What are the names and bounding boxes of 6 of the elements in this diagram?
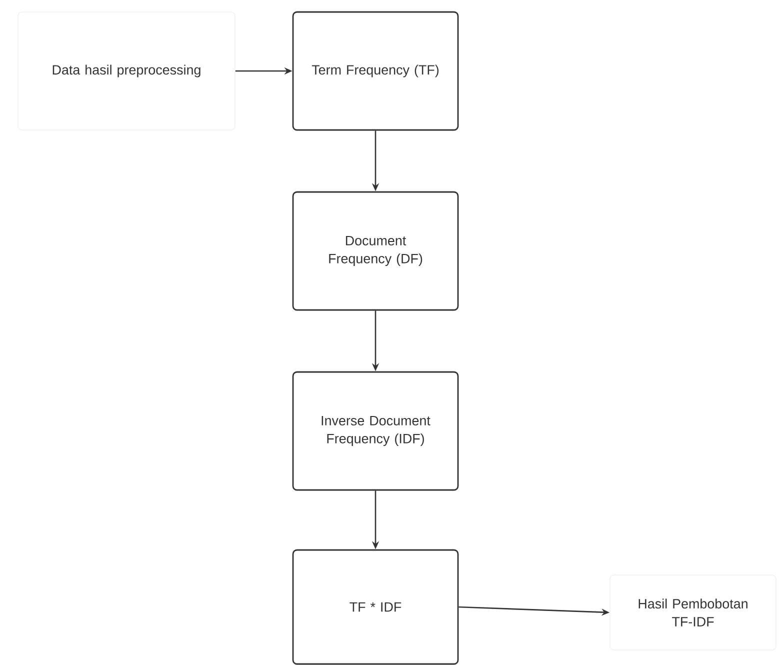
process-box: Term Frequency (TF) <box>292 11 459 131</box>
process-box: Document Frequency (DF) <box>292 191 459 311</box>
text-box: Data hasil preprocessing <box>18 12 236 130</box>
process-box: Inverse Document Frequency (IDF) <box>292 371 459 491</box>
process-box: TF * IDF <box>292 549 459 665</box>
text-box: Hasil Pembobotan TF-IDF <box>610 574 776 650</box>
